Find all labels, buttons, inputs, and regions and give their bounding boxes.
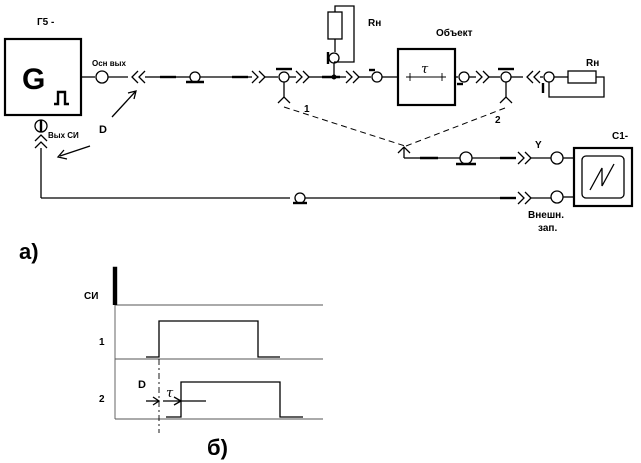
resistor-icon (567, 70, 597, 84)
probe-tip-icon (499, 96, 513, 104)
y-input-label: Y (535, 140, 542, 151)
probe-1-label: 1 (304, 104, 310, 115)
connector-ring-icon (95, 70, 109, 84)
generator-name: Г5 - (37, 17, 54, 28)
connector-ring-icon (550, 151, 564, 165)
connector-chevron-icon (345, 70, 360, 84)
part-b-label: б) (207, 435, 228, 460)
object-block: τ Объект (396, 27, 473, 107)
cable-ring-icon (459, 151, 473, 165)
tee-ring-icon (500, 71, 512, 83)
row-si-label: СИ (84, 291, 98, 302)
pulse-row-1 (146, 320, 280, 358)
main-output-line: Осн вых 1 (81, 59, 398, 115)
sawtooth-icon (589, 163, 615, 191)
connector-chevron-icon (517, 191, 532, 205)
load-top-label: Rн (368, 18, 381, 29)
cable-ring-icon (189, 71, 201, 83)
timing-diagram: СИ 1 2 D τ (84, 266, 323, 433)
connector-chevron-icon (475, 70, 490, 84)
timing-tau-label: τ (166, 386, 174, 401)
row-1-label: 1 (99, 337, 105, 348)
connector-chevron-icon (517, 151, 532, 165)
resistor-icon (327, 11, 343, 40)
probe-switch: Y (283, 106, 574, 166)
ext-trigger-label-line-2: зап. (538, 223, 557, 234)
delay-label: D (99, 124, 107, 136)
connector-ring-icon (543, 71, 555, 83)
object-tau-symbol: τ (421, 62, 429, 77)
generator-symbol: G (22, 63, 45, 96)
connector-chevron-icon (34, 134, 48, 149)
generator-box (3, 37, 83, 117)
connector-chevron-icon (295, 70, 310, 84)
object-output-line: 2 Rн (455, 58, 605, 126)
row-2-label: 2 (99, 394, 105, 405)
load-right-label: Rн (586, 58, 599, 69)
part-a-label: а) (19, 239, 39, 264)
connector-ring-icon (550, 190, 564, 204)
junction-dot (331, 74, 337, 80)
generator-block: G Г5 - (3, 17, 83, 117)
tee-ring-icon (278, 71, 290, 83)
object-label: Объект (436, 27, 473, 39)
main-output-label: Осн вых (92, 59, 126, 68)
oscilloscope-block: С1- (572, 131, 634, 208)
connector-chevron-icon (526, 70, 541, 84)
pulse-row-2 (166, 381, 303, 418)
probe-2-label: 2 (495, 115, 501, 126)
pulse-icon (54, 90, 69, 106)
connector-chevron-icon (251, 70, 266, 84)
sync-pulse (112, 266, 118, 305)
sync-output-label: Вых СИ (48, 131, 79, 140)
delay-arrows: D (56, 90, 137, 160)
load-top: Rн (326, 5, 381, 80)
oscilloscope-name: С1- (612, 131, 628, 142)
connector-chevron-icon (131, 70, 146, 84)
oscilloscope-screen (581, 155, 625, 199)
cable-ring-icon (294, 192, 306, 204)
timing-delay-label: D (138, 379, 146, 391)
connector-ring-icon (371, 71, 383, 83)
oscilloscope-box (572, 146, 634, 208)
ext-trigger-label-line-1: Внешн. (528, 210, 564, 221)
sync-output: Вых СИ Внешн. зап. (34, 119, 574, 234)
probe-tip-icon (277, 96, 291, 104)
connector-ring-icon (458, 71, 470, 83)
